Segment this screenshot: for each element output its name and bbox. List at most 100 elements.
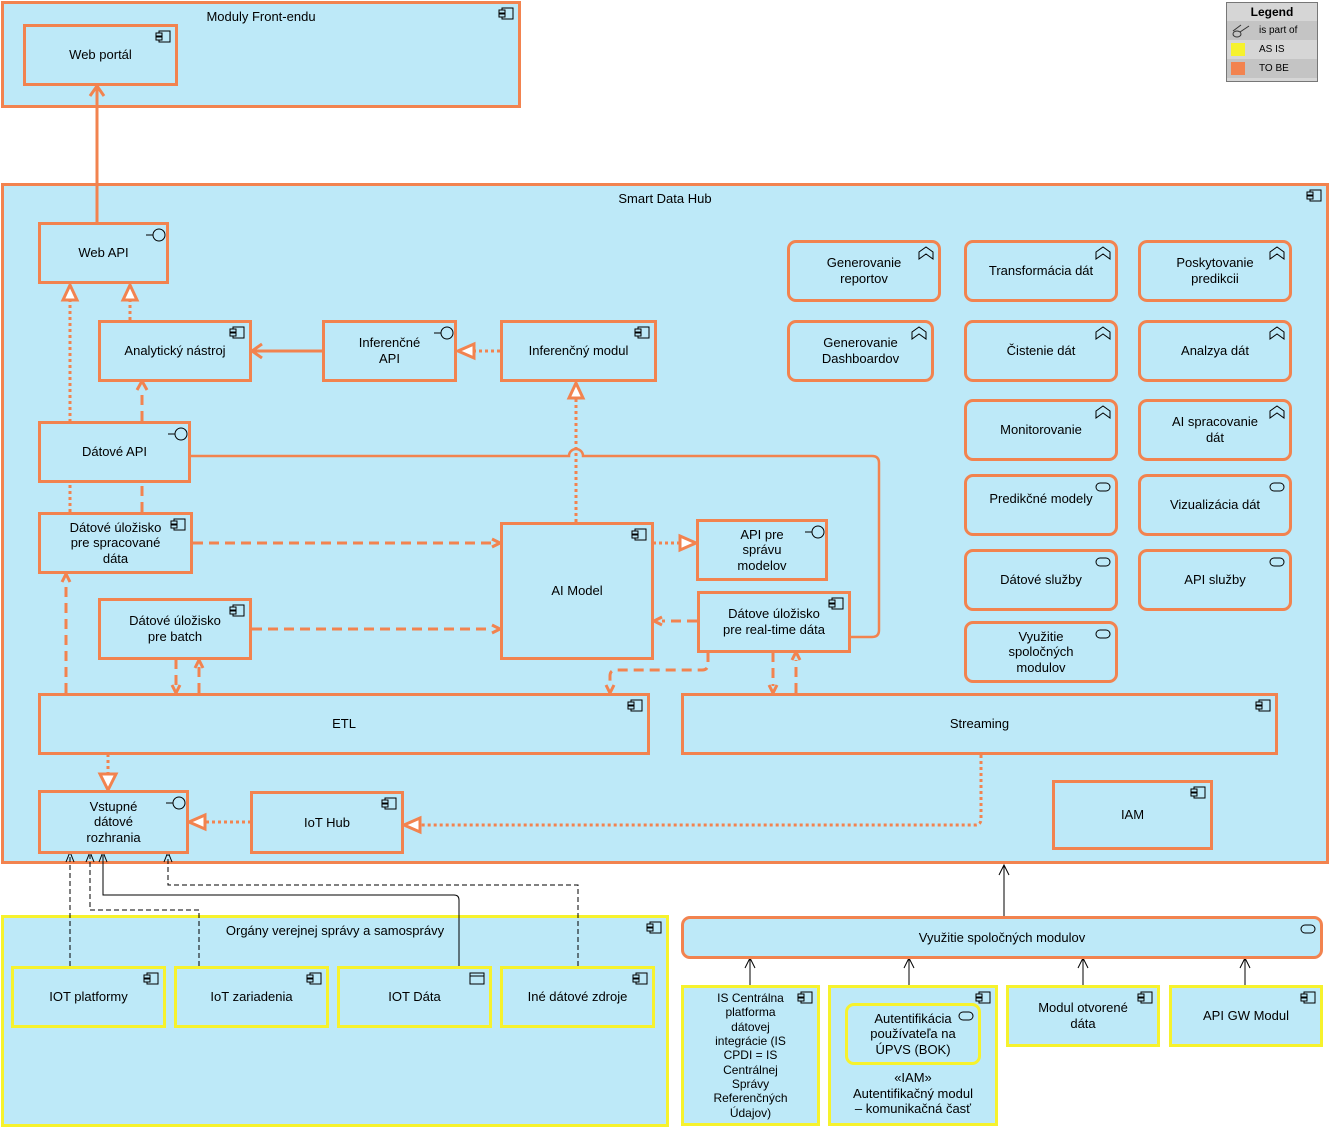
node-label: Modul otvorené dáta xyxy=(1038,1000,1128,1031)
node-analytic-tool[interactable]: Analytický nástroj xyxy=(98,320,252,382)
legend-item-to-be: TO BE xyxy=(1227,59,1317,78)
node-label: Dátové API xyxy=(81,444,148,460)
legend-swatch-to-be xyxy=(1231,62,1245,75)
link-othersources-inputs xyxy=(167,855,579,966)
function-generate-reports[interactable]: Generovanie reportov xyxy=(787,240,941,302)
service-api-services[interactable]: API služby xyxy=(1138,549,1292,611)
service-upvs-authentication[interactable]: Autentifikácia používateľa na ÚPVS (BOK) xyxy=(845,1003,981,1065)
function-label: Generovanie reportov xyxy=(826,255,902,286)
arrowhead xyxy=(400,815,422,835)
node-label: Streaming xyxy=(949,716,1010,732)
service-label: Využitie spoločných modulov xyxy=(918,929,1086,945)
node-inference-module[interactable]: Inferenčný modul xyxy=(500,320,657,382)
function-monitoring[interactable]: Monitorovanie xyxy=(964,399,1118,461)
node-iot-devices[interactable]: IoT zariadenia xyxy=(174,966,329,1028)
node-label: IoT zariadenia xyxy=(210,989,293,1005)
arrowhead xyxy=(185,812,207,832)
node-label: Inferenčný modul xyxy=(528,343,629,359)
component-icon xyxy=(828,597,844,611)
component-icon xyxy=(381,797,397,811)
service-shared-modules-usage[interactable]: Využitie spoločných modulov xyxy=(964,621,1118,683)
service-data-visualization[interactable]: Vizualizácia dát xyxy=(1138,474,1292,536)
node-label: Analytický nástroj xyxy=(124,343,226,359)
arrowhead xyxy=(60,281,80,302)
node-label: API pre správu modelov xyxy=(737,526,787,573)
arrowhead xyxy=(193,656,205,669)
node-inference-api[interactable]: Inferenčné API xyxy=(322,320,457,382)
node-streaming[interactable]: Streaming xyxy=(681,693,1278,755)
service-predictive-models[interactable]: Predikčné modely xyxy=(964,474,1118,536)
node-label: Iné dátové zdroje xyxy=(527,989,628,1005)
node-web-api[interactable]: Web API xyxy=(38,222,169,284)
function-icon xyxy=(911,326,927,340)
link-dataapi-realtime xyxy=(191,447,881,639)
data-object-icon xyxy=(469,972,485,986)
function-data-transformation[interactable]: Transformácia dát xyxy=(964,240,1118,302)
node-label: AI Model xyxy=(551,583,603,599)
function-icon xyxy=(1269,326,1285,340)
node-batch-data-store[interactable]: Dátové úložisko pre batch xyxy=(98,598,252,660)
component-icon xyxy=(229,604,245,618)
component-icon xyxy=(155,30,171,44)
node-label: ETL xyxy=(332,716,356,732)
component-icon xyxy=(1300,991,1316,1005)
arrowhead xyxy=(491,623,504,635)
legend-item-is-part-of: is part of xyxy=(1227,21,1317,40)
function-ai-processing[interactable]: AI spracovanie dát xyxy=(1138,399,1292,461)
node-label: Dátové úložisko pre batch xyxy=(129,613,221,644)
function-data-analysis[interactable]: Analzya dát xyxy=(1138,320,1292,382)
component-icon xyxy=(1255,699,1271,713)
function-providing-predictions[interactable]: Poskytovanie predikcii xyxy=(1138,240,1292,302)
node-iam[interactable]: IAM xyxy=(1052,780,1213,850)
service-data-services[interactable]: Dátové služby xyxy=(964,549,1118,611)
component-icon xyxy=(634,326,650,340)
node-iot-hub[interactable]: IoT Hub xyxy=(250,791,404,854)
arrowhead xyxy=(767,684,779,697)
link-iotdevices-inputs xyxy=(89,855,200,966)
node-label: IOT platformy xyxy=(49,989,128,1005)
service-icon xyxy=(1095,480,1111,494)
function-label: Transformácia dát xyxy=(988,263,1094,279)
node-input-data-interfaces[interactable]: Vstupné dátové rozhrania xyxy=(38,790,189,854)
arrowhead xyxy=(491,537,504,549)
node-model-management-api[interactable]: API pre správu modelov xyxy=(696,519,828,581)
component-icon xyxy=(1190,786,1206,800)
service-icon xyxy=(1269,555,1285,569)
node-label: Inferenčné API xyxy=(358,335,421,366)
arrowhead xyxy=(88,83,106,97)
node-api-gw-module[interactable]: API GW Modul xyxy=(1169,985,1323,1047)
node-label: Web API xyxy=(78,245,129,261)
arrowhead xyxy=(454,341,476,361)
function-generate-dashboards[interactable]: Generovanie Dashboardov xyxy=(787,320,934,382)
service-shared-modules[interactable]: Využitie spoločných modulov xyxy=(681,916,1323,959)
node-web-portal[interactable]: Web portál xyxy=(23,24,178,86)
node-iot-data[interactable]: IOT Dáta xyxy=(337,966,492,1028)
arrowhead xyxy=(790,648,802,661)
function-icon xyxy=(918,246,934,260)
arrowhead xyxy=(650,615,663,627)
arrowhead xyxy=(170,684,182,697)
node-label: Web portál xyxy=(69,47,132,63)
arrowhead xyxy=(604,684,616,697)
component-icon xyxy=(646,921,662,935)
node-is-cpdi[interactable]: IS Centrálna platforma dátovej integráci… xyxy=(681,985,820,1126)
node-iot-platforms[interactable]: IOT platformy xyxy=(11,966,166,1028)
service-icon xyxy=(1269,480,1285,494)
node-other-data-sources[interactable]: Iné dátové zdroje xyxy=(500,966,655,1028)
node-realtime-data-store[interactable]: Dátove úložisko pre real-time dáta xyxy=(697,591,851,653)
node-open-data-module[interactable]: Modul otvorené dáta xyxy=(1006,985,1160,1047)
arrowhead xyxy=(97,772,119,794)
link-iotdata-inputs xyxy=(102,855,460,966)
function-data-cleaning[interactable]: Čistenie dát xyxy=(964,320,1118,382)
node-data-api[interactable]: Dátové API xyxy=(38,421,191,483)
node-etl[interactable]: ETL xyxy=(38,693,650,755)
component-icon xyxy=(975,991,991,1005)
arrowhead xyxy=(678,533,700,553)
node-processed-data-store[interactable]: Dátové úložisko pre spracované dáta xyxy=(38,512,193,574)
node-ai-model[interactable]: AI Model xyxy=(500,522,654,660)
service-icon xyxy=(1095,555,1111,569)
service-icon xyxy=(958,1009,974,1023)
service-icon xyxy=(1300,922,1316,936)
